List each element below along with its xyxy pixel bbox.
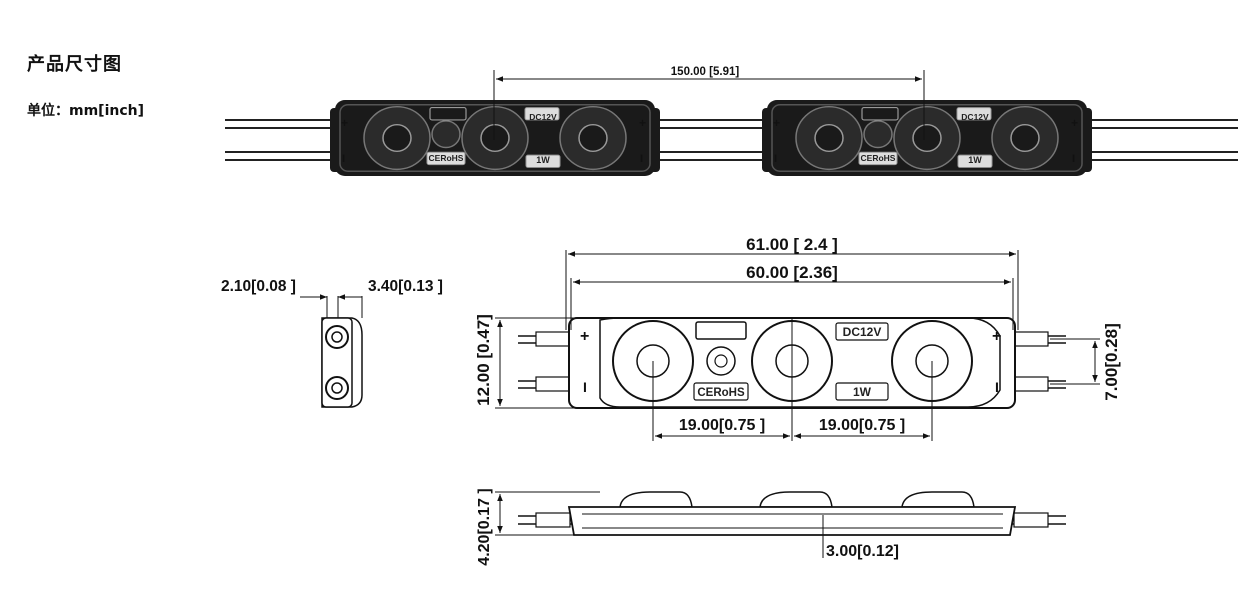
profile-view: 4.20[0.17 ] 3.00[0.12] <box>476 488 1066 566</box>
base-thickness-dimension: 3.00[0.12] <box>826 543 899 560</box>
minus-mark: I <box>583 379 587 395</box>
module-2: + + I I DC12V 1W CERoHS <box>762 99 1092 177</box>
voltage-label: DC12V <box>843 325 882 339</box>
wire-spacing-dimension: 7.00[0.28] <box>1102 323 1121 401</box>
page-title: 产品尺寸图 <box>27 54 122 75</box>
height-dimension: 12.00 [0.47] <box>474 314 493 406</box>
power-label: 1W <box>536 155 550 165</box>
side-view: 2.10[0.08 ] 3.40[0.13 ] <box>221 278 443 408</box>
plus-mark: + <box>773 116 780 130</box>
body-length-dimension: 60.00 [2.36] <box>746 263 838 282</box>
plus-mark: + <box>341 116 348 130</box>
power-label: 1W <box>968 155 982 165</box>
plus-mark: + <box>580 328 589 345</box>
side-dimension-a: 2.10[0.08 ] <box>221 278 296 295</box>
minus-mark: I <box>640 153 643 165</box>
unit-value: mm[inch] <box>69 103 145 119</box>
side-dimension-b: 3.40[0.13 ] <box>368 278 443 295</box>
cert-label: CERoHS <box>861 153 896 163</box>
front-view: DC12V 1W CERoHS + + I I 61.00 [ 2.4 ] 60… <box>474 235 1121 441</box>
minus-mark: I <box>342 153 345 165</box>
plus-mark: + <box>1071 116 1078 130</box>
minus-mark: I <box>995 379 999 395</box>
voltage-label: DC12V <box>961 112 989 122</box>
lens-pitch-right-dimension: 19.00[0.75 ] <box>819 417 905 434</box>
linked-modules-view: + + I I DC12V 1W CERoHS + + I I DC12V 1W… <box>225 66 1238 177</box>
minus-mark: I <box>774 153 777 165</box>
total-length-dimension: 61.00 [ 2.4 ] <box>746 235 838 254</box>
plus-mark: + <box>992 328 1001 345</box>
power-label: 1W <box>853 385 872 399</box>
cert-label: CERoHS <box>429 153 464 163</box>
lens-pitch-left-dimension: 19.00[0.75 ] <box>679 417 765 434</box>
plus-mark: + <box>639 116 646 130</box>
minus-mark: I <box>1072 153 1075 165</box>
cert-label: CERoHS <box>697 387 745 399</box>
thickness-dimension: 4.20[0.17 ] <box>476 488 493 565</box>
voltage-label: DC12V <box>529 112 557 122</box>
unit-label-text: 单位： <box>27 103 69 119</box>
module-1: + + I I DC12V 1W CERoHS <box>330 99 660 177</box>
pitch-dimension: 150.00 [5.91] <box>671 66 740 78</box>
unit-label: 单位：mm[inch] <box>27 100 144 120</box>
